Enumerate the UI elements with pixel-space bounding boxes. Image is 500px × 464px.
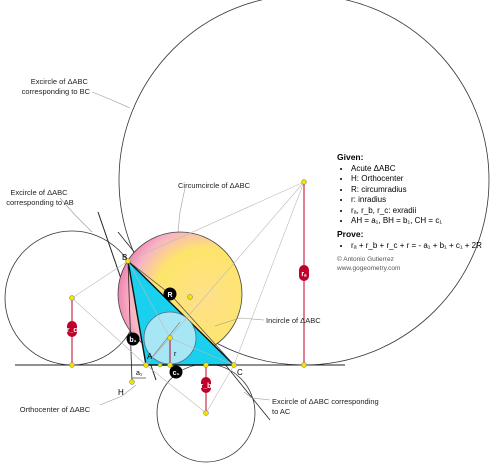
- callout-incircle: Incircle of ΔABC: [266, 316, 321, 325]
- svg-text:r_c: r_c: [67, 327, 78, 334]
- callout-excircle-ac: Excircle of ΔABC corresponding to AC: [272, 397, 381, 416]
- svg-text:b₁: b₁: [129, 337, 136, 344]
- credit-author: © Antonio Gutierrez: [337, 255, 394, 263]
- label-h: H: [118, 388, 124, 397]
- svg-text:rₐ: rₐ: [301, 271, 307, 278]
- a1-label: a₁: [136, 370, 143, 377]
- callout-orthocenter: Orthocenter of ΔABC: [20, 405, 91, 414]
- label-b: B: [122, 253, 127, 262]
- svg-text:r_b: r_b: [201, 383, 212, 390]
- callout-circumcircle: Circumcircle of ΔABC: [178, 181, 251, 190]
- altitude-from-a: [145, 321, 181, 366]
- prove-title: Prove:: [337, 229, 364, 240]
- given-item: r: inradius: [351, 195, 487, 205]
- rc-marker: r_c: [67, 321, 78, 337]
- circumradius-c: [169, 293, 235, 366]
- given-list: Acute ΔABC H: Orthocenter R: circumradiu…: [337, 164, 487, 226]
- circumradius: [127, 260, 171, 295]
- construction-lines: [71, 181, 305, 414]
- label-a: A: [147, 352, 153, 361]
- prove-list: rₐ + r_b + r_c + r = - a₁ + b₁ + c₁ + 2R: [337, 241, 487, 251]
- c1-marker: c₁: [169, 365, 183, 379]
- credit: © Antonio Gutierrez www.gogeometry.com: [337, 256, 487, 274]
- label-c: C: [237, 368, 243, 377]
- given-item: R: circumradius: [351, 185, 487, 195]
- given-item: AH = a₁, BH = b₁, CH = c₁: [351, 216, 487, 226]
- altitude-from-b: [127, 260, 133, 383]
- rb-marker: r_b: [201, 377, 212, 393]
- ra-marker: rₐ: [299, 265, 309, 281]
- credit-site: www.gogeometry.com: [337, 264, 401, 272]
- given-item: Acute ΔABC: [351, 164, 487, 174]
- svg-text:c₁: c₁: [173, 370, 180, 377]
- problem-panel: Given: Acute ΔABC H: Orthocenter R: circ…: [337, 152, 487, 273]
- given-title: Given:: [337, 152, 364, 162]
- given-item: H: Orthocenter: [351, 174, 487, 184]
- callout-excircle-ab: Excircle of ΔABC corresponding to AB: [6, 188, 74, 207]
- given-item: rₐ, r_b, r_c: exradii: [351, 206, 487, 216]
- r-label: r: [174, 351, 177, 358]
- circumradius-marker: R: [163, 287, 177, 301]
- b1-marker: b₁: [126, 332, 140, 346]
- point-dots: [69, 179, 307, 416]
- prove-item: rₐ + r_b + r_c + r = - a₁ + b₁ + c₁ + 2R: [351, 241, 487, 251]
- callout-leaders: [59, 91, 271, 406]
- svg-text:R: R: [167, 292, 172, 299]
- callout-excircle-bc: Excircle of ΔABC corresponding to BC: [22, 77, 91, 96]
